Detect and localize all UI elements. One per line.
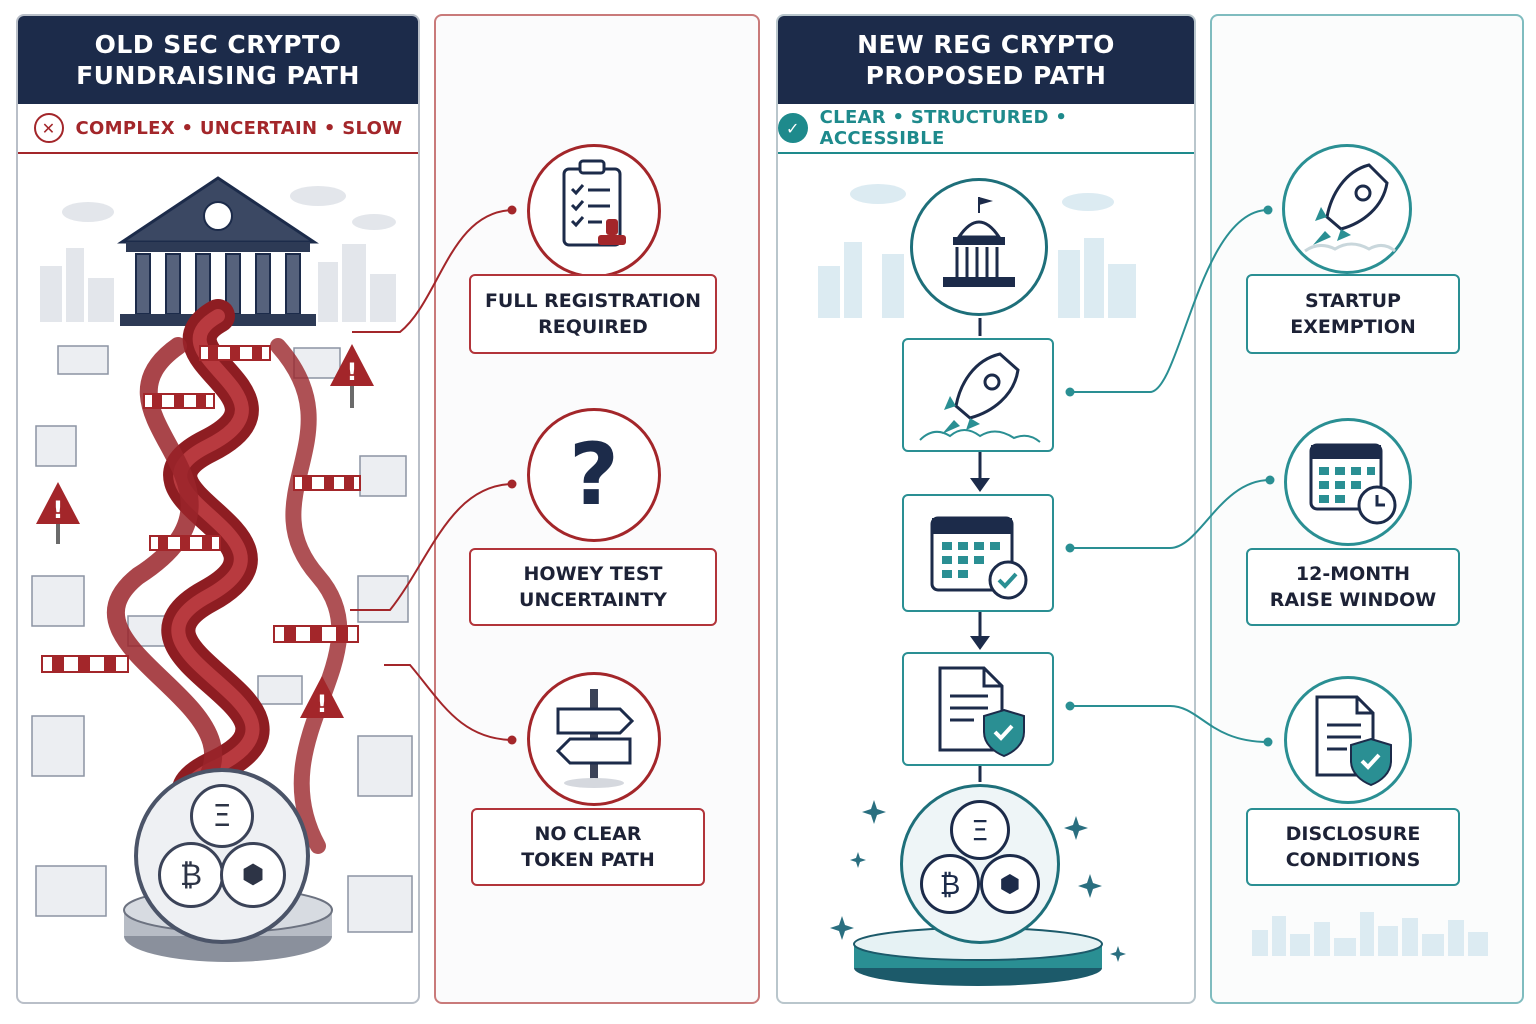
new-path-title-line2: PROPOSED PATH bbox=[865, 61, 1107, 90]
old-path-title-line2: FUNDRAISING PATH bbox=[76, 61, 360, 90]
old-path-subtitle: COMPLEX • UNCERTAIN • SLOW bbox=[75, 117, 403, 139]
token-coin-icon: ⬢ bbox=[220, 842, 286, 908]
question-mark-icon-circle: ? bbox=[527, 408, 661, 542]
rocket-icon-circle bbox=[1282, 144, 1412, 274]
warning-sign-icons: ! ! ! bbox=[36, 344, 374, 718]
token-coin-icon-new: ⬢ bbox=[980, 854, 1040, 914]
new-path-subtitle: CLEAR • STRUCTURED • ACCESSIBLE bbox=[819, 107, 1068, 149]
ethereum-coin-icon: Ξ bbox=[190, 784, 254, 848]
signpost-icon bbox=[555, 689, 635, 788]
bitcoin-coin-icon-new: ₿ bbox=[920, 854, 980, 914]
ethereum-coin-icon-new: Ξ bbox=[950, 800, 1010, 860]
old-path-panel: OLD SEC CRYPTO FUNDRAISING PATH ✕ COMPLE… bbox=[16, 14, 420, 1004]
document-shield-icon bbox=[938, 666, 1025, 758]
new-path-subtitle-bar: ✓ CLEAR • STRUCTURED • ACCESSIBLE bbox=[778, 104, 1194, 154]
new-path-panel: NEW REG CRYPTO PROPOSED PATH ✓ CLEAR • S… bbox=[776, 14, 1196, 1004]
calendar-step bbox=[902, 494, 1054, 612]
question-mark-icon: ? bbox=[569, 425, 619, 525]
road-barricades bbox=[41, 345, 361, 673]
old-path-title-line1: OLD SEC CRYPTO bbox=[94, 30, 342, 59]
capitol-building-icon-circle bbox=[910, 178, 1048, 316]
checklist-stamp-icon-circle bbox=[527, 144, 661, 278]
document-shield-step bbox=[902, 652, 1054, 766]
old-path-header: OLD SEC CRYPTO FUNDRAISING PATH bbox=[18, 16, 418, 104]
rocket-icon-large bbox=[1304, 163, 1396, 253]
svg-text:!: ! bbox=[347, 358, 358, 386]
calendar-check-icon bbox=[930, 516, 1028, 600]
capitol-building-icon bbox=[943, 197, 1015, 287]
old-path-illustration: ! ! ! bbox=[31, 176, 413, 962]
checklist-stamp-icon bbox=[562, 159, 626, 247]
old-path-subtitle-bar: ✕ COMPLEX • UNCERTAIN • SLOW bbox=[18, 104, 418, 154]
document-shield-icon-circle bbox=[1284, 676, 1412, 804]
svg-text:!: ! bbox=[317, 690, 328, 718]
calendar-clock-icon-circle bbox=[1284, 418, 1412, 546]
new-path-header: NEW REG CRYPTO PROPOSED PATH bbox=[778, 16, 1194, 104]
calendar-clock-icon bbox=[1309, 443, 1397, 525]
signpost-icon-circle bbox=[527, 672, 661, 806]
bitcoin-coin-icon: ₿ bbox=[158, 842, 224, 908]
sec-building-icon bbox=[117, 176, 319, 326]
x-circle-icon: ✕ bbox=[33, 113, 64, 143]
rocket-icon bbox=[919, 352, 1041, 443]
sparkle-icons bbox=[830, 800, 1126, 962]
check-circle-icon: ✓ bbox=[778, 113, 808, 143]
new-path-title-line1: NEW REG CRYPTO bbox=[857, 30, 1115, 59]
svg-text:!: ! bbox=[53, 496, 64, 524]
document-shield-icon-large bbox=[1315, 695, 1392, 787]
startup-rocket-step bbox=[902, 338, 1054, 452]
